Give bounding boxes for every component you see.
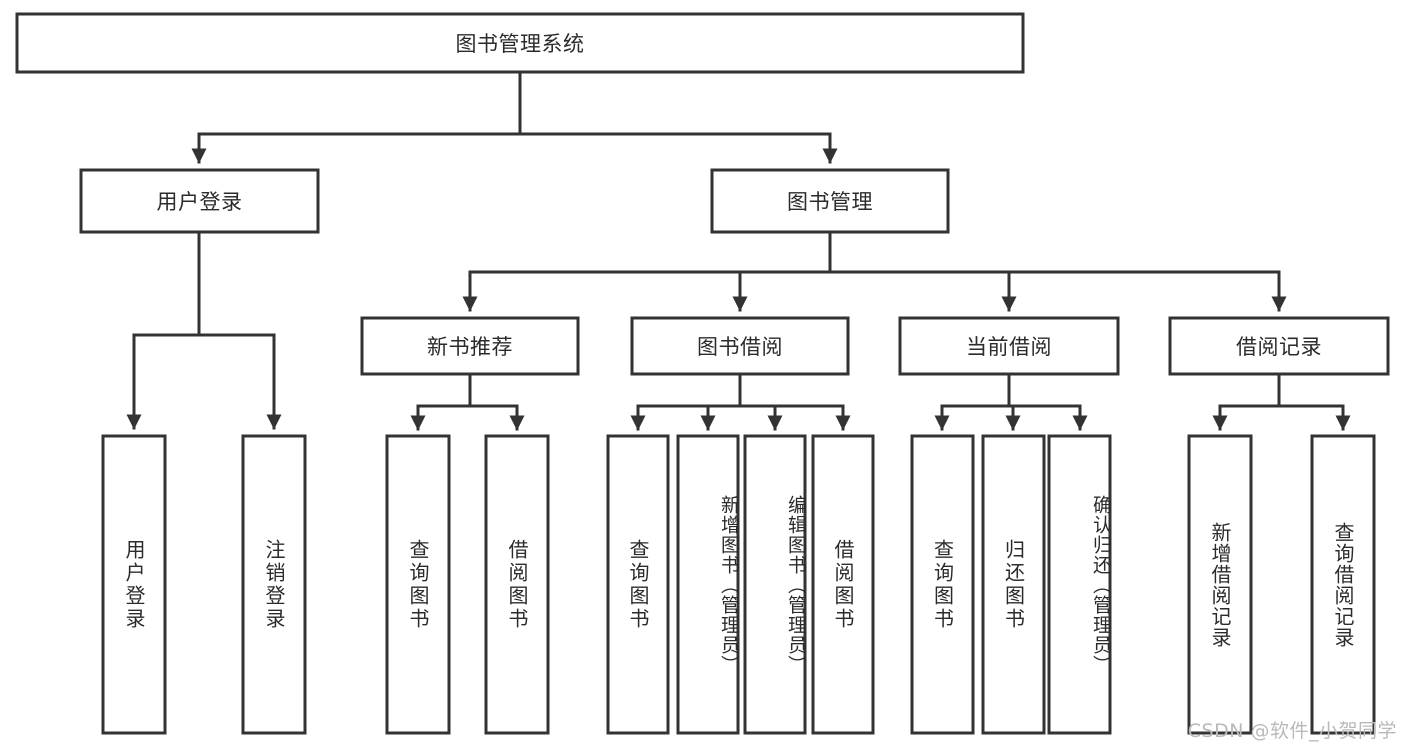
node-box-confirm-return[interactable] [1047,434,1112,735]
node-box-root[interactable] [15,12,1025,74]
node-box-current-borrow[interactable] [898,316,1120,376]
node-box-book-management[interactable] [710,168,950,234]
node-box-borrow-record[interactable] [1168,316,1390,376]
node-box-add-borrow-record[interactable] [1187,434,1253,735]
node-box-query-borrow-record[interactable] [1310,434,1376,735]
node-box-add-book[interactable] [676,434,740,735]
node-box-query-book-2[interactable] [606,434,670,735]
node-box-query-book-3[interactable] [910,434,975,735]
node-box-return-book[interactable] [981,434,1046,735]
node-box-borrow-book-1[interactable] [484,434,550,735]
node-box-user-login[interactable] [79,168,320,234]
node-box-edit-book[interactable] [743,434,807,735]
node-box-user-login-do[interactable] [101,434,167,735]
node-box-user-logout[interactable] [241,434,307,735]
node-box-book-borrow[interactable] [630,316,850,376]
node-box-borrow-book-2[interactable] [811,434,875,735]
node-box-new-book-recommend[interactable] [360,316,580,376]
node-box-query-book-1[interactable] [385,434,451,735]
